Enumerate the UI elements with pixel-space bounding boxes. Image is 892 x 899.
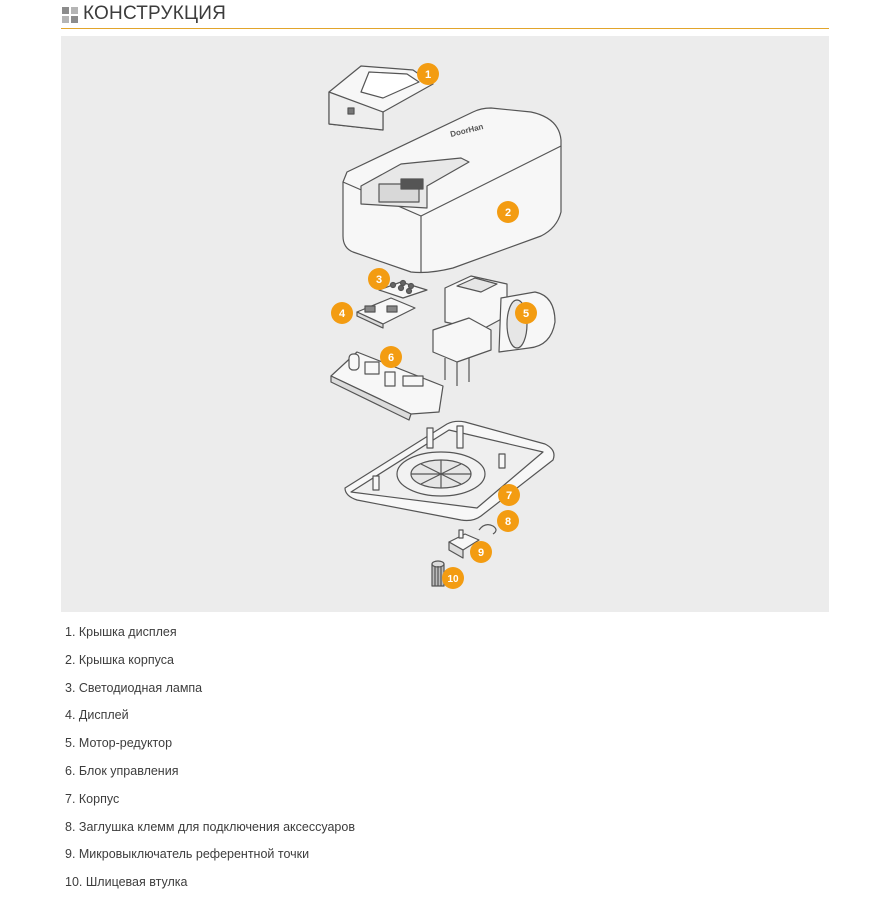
- list-item: 2. Крышка корпуса: [65, 652, 174, 667]
- exploded-view-figure: DoorHan: [61, 36, 829, 612]
- callout-3: 3: [368, 268, 390, 290]
- svg-text:5: 5: [523, 308, 529, 320]
- housing-cover-part: DoorHan: [342, 107, 562, 274]
- exploded-view-drawing: DoorHan: [328, 63, 562, 589]
- terminal-plug-part: [478, 524, 497, 535]
- callout-2: 2: [497, 201, 519, 223]
- list-item: 4. Дисплей: [65, 708, 129, 723]
- list-item: 8. Заглушка клемм для подключения аксесс…: [65, 819, 355, 834]
- grid-icon: [62, 7, 78, 23]
- svg-text:9: 9: [478, 547, 484, 559]
- callout-9: 9: [470, 541, 492, 563]
- splined-bushing-part: [431, 560, 445, 587]
- list-item: 6. Блок управления: [65, 763, 179, 778]
- reference-microswitch-part: [448, 529, 480, 559]
- list-item: 1. Крышка дисплея: [65, 625, 177, 639]
- callout-8: 8: [497, 510, 519, 532]
- svg-text:1: 1: [425, 69, 431, 81]
- svg-text:4: 4: [339, 308, 346, 320]
- callout-6: 6: [380, 346, 402, 368]
- list-item: 7. Корпус: [65, 791, 120, 806]
- callouts: 1 2 3 4 5 6 7 8 9 10: [331, 63, 537, 589]
- svg-text:6: 6: [388, 352, 394, 364]
- display-part: [356, 297, 416, 329]
- list-item: 10. Шлицевая втулка: [65, 875, 188, 890]
- list-item: 9. Микровыключатель референтной точки: [65, 847, 310, 862]
- housing-base-part: [344, 420, 555, 522]
- display-cover-part: [328, 65, 434, 131]
- list-item: 5. Мотор-редуктор: [65, 736, 173, 751]
- svg-text:7: 7: [506, 490, 512, 502]
- led-lamp-part: [378, 279, 428, 299]
- svg-text:10: 10: [447, 574, 459, 585]
- section-header: КОНСТРУКЦИЯ: [61, 0, 829, 29]
- svg-text:2: 2: [505, 207, 511, 219]
- callout-10: 10: [442, 567, 464, 589]
- list-item: 3. Светодиодная лампа: [65, 680, 203, 695]
- control-unit-part: [330, 351, 444, 421]
- callout-1: 1: [417, 63, 439, 85]
- callout-5: 5: [515, 302, 537, 324]
- motor-reducer-part: [432, 275, 556, 386]
- callout-7: 7: [498, 484, 520, 506]
- parts-list: 1. Крышка дисплея 2. Крышка корпуса 3. С…: [65, 621, 355, 899]
- svg-text:8: 8: [505, 516, 511, 528]
- callout-4: 4: [331, 302, 353, 324]
- svg-text:3: 3: [376, 274, 382, 286]
- section-title: КОНСТРУКЦИЯ: [83, 3, 227, 24]
